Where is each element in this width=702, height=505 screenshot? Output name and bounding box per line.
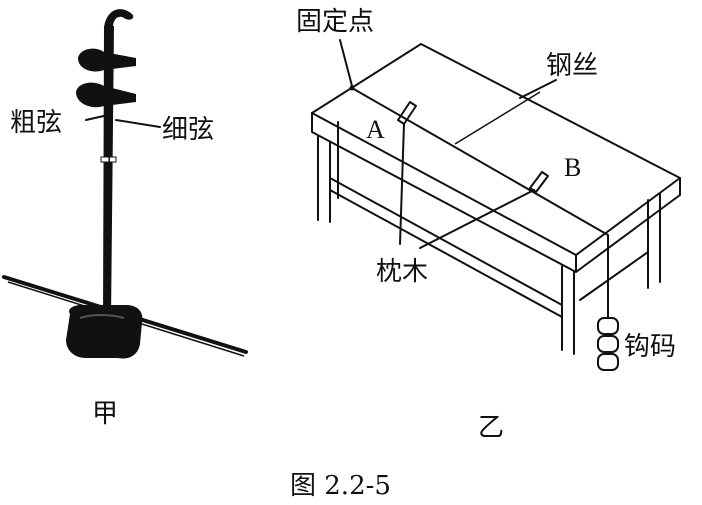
table-top-edge-right: [575, 177, 681, 273]
thin-string-leader: [115, 119, 161, 128]
table-leg-right-back: [647, 193, 661, 289]
table-stretcher-right: [579, 251, 649, 301]
table-leg-right-front: [561, 265, 575, 355]
erhu-scroll: [104, 9, 134, 30]
thin-string-label: 细弦: [162, 115, 214, 145]
figure-caption: 图 2.2-5: [290, 471, 391, 501]
steel-wire: [351, 87, 609, 317]
point-a-label: A: [366, 115, 385, 144]
thick-string-label: 粗弦: [10, 108, 62, 138]
hook-weight-2: [597, 335, 619, 353]
weights-label: 钩码: [624, 332, 676, 362]
table-stretcher: [329, 177, 563, 318]
fixed-point-leader: [339, 39, 353, 87]
fixed-point-marker: [349, 85, 355, 91]
table-top: [311, 43, 681, 256]
table-centre-line: [454, 91, 541, 145]
erhu-sound-box: [66, 304, 143, 359]
point-b-label: B: [564, 153, 581, 182]
table-leg-left-front: [317, 135, 331, 223]
hook-weights: [597, 299, 619, 371]
bridge-label: 枕木: [376, 257, 428, 287]
table-illustration: [311, 39, 681, 371]
bridge-b: [529, 171, 549, 193]
erhu-sound-box-highlight: [79, 314, 125, 319]
erhu-caption: 甲: [92, 399, 118, 429]
erhu-tuning-peg-upper: [78, 48, 136, 72]
steel-wire-label: 钢丝: [546, 51, 598, 81]
bridge-a: [397, 101, 417, 125]
hook-weight-3: [597, 353, 619, 371]
bridge-b-leader: [419, 189, 535, 249]
hook-weight-1: [597, 317, 619, 335]
erhu-tuning-peg-lower: [76, 82, 136, 108]
steel-wire-leader: [519, 79, 557, 99]
table-caption: 乙: [478, 413, 504, 443]
thick-string-leader: [85, 114, 109, 121]
erhu-illustration: [2, 9, 248, 359]
bridge-a-leader: [399, 123, 405, 245]
fixed-point-label: 固定点: [296, 7, 374, 37]
table-top-edge-front: [311, 112, 577, 273]
